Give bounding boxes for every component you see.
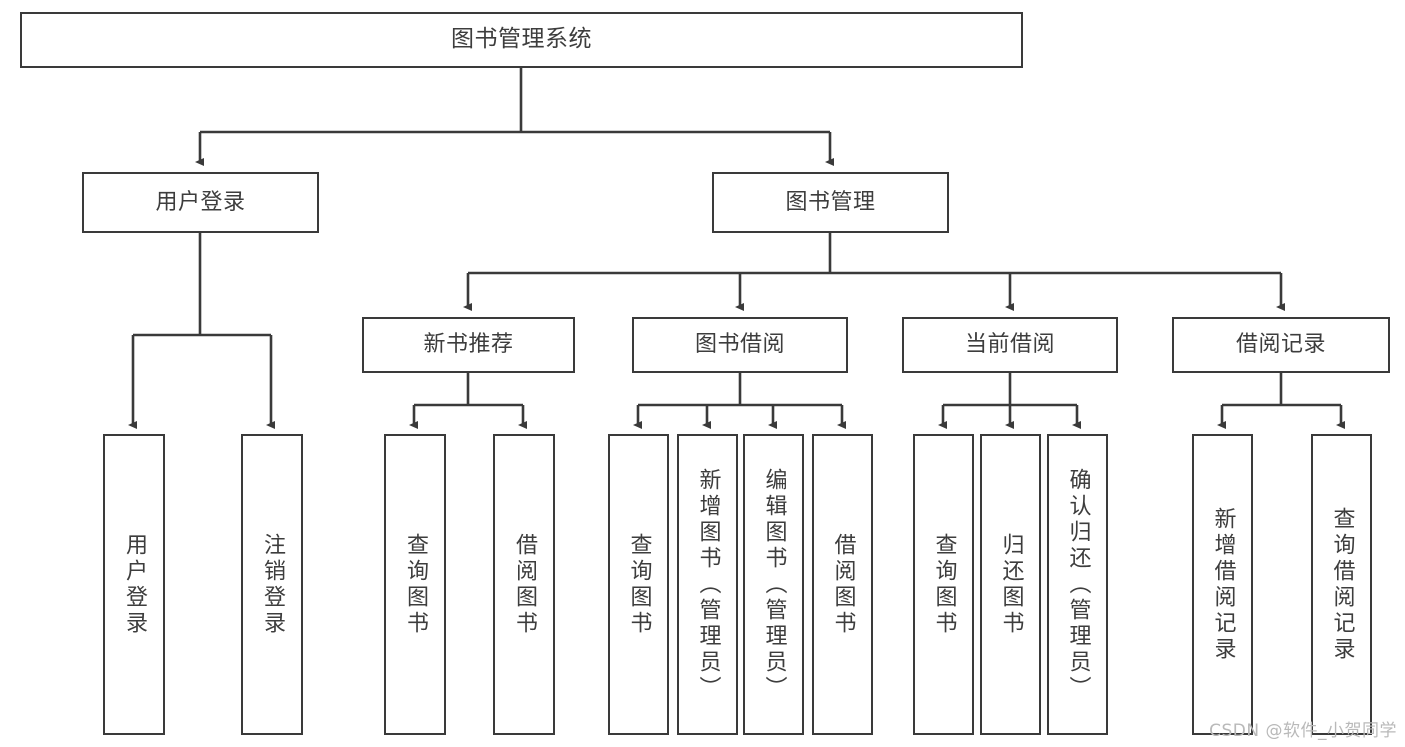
- node-book-borrow[interactable]: 图书借阅: [632, 317, 848, 373]
- node-label: 查询图书: [931, 532, 957, 637]
- node-user-login[interactable]: 用户登录: [82, 172, 319, 233]
- node-label: 图书借阅: [694, 332, 785, 358]
- leaf-borrow-book-recommend[interactable]: 借阅图书: [493, 434, 555, 735]
- node-label: 查询图书: [403, 532, 428, 637]
- node-label: 新增借阅记录: [1210, 506, 1236, 663]
- node-label: 借阅记录: [1235, 332, 1326, 358]
- watermark-text: CSDN @软件_小贺同学: [1209, 721, 1397, 741]
- leaf-borrow-book[interactable]: 借阅图书: [812, 434, 873, 735]
- node-label: 当前借阅: [964, 332, 1055, 358]
- leaf-return-book[interactable]: 归还图书: [980, 434, 1041, 735]
- node-label: 归还图书: [998, 532, 1024, 637]
- node-label: 新书推荐: [423, 332, 514, 358]
- node-label: 图书管理系统: [451, 26, 592, 53]
- node-current-borrow[interactable]: 当前借阅: [902, 317, 1118, 373]
- leaf-logout[interactable]: 注销登录: [241, 434, 303, 735]
- node-label: 查询借阅记录: [1329, 506, 1355, 663]
- leaf-add-borrow-record[interactable]: 新增借阅记录: [1192, 434, 1253, 735]
- leaf-query-book-recommend[interactable]: 查询图书: [384, 434, 446, 735]
- node-book-management[interactable]: 图书管理: [712, 172, 949, 233]
- leaf-edit-book-admin[interactable]: 编辑图书（管理员）: [743, 434, 804, 735]
- leaf-query-borrow-record[interactable]: 查询借阅记录: [1311, 434, 1372, 735]
- node-label: 用户登录: [155, 189, 246, 215]
- node-label: 借阅图书: [830, 532, 856, 637]
- leaf-user-login[interactable]: 用户登录: [103, 434, 165, 735]
- node-root-book-management-system[interactable]: 图书管理系统: [20, 12, 1023, 68]
- leaf-add-book-admin[interactable]: 新增图书（管理员）: [677, 434, 738, 735]
- node-new-book-recommend[interactable]: 新书推荐: [362, 317, 575, 373]
- node-label: 借阅图书: [512, 532, 537, 637]
- node-label: 用户登录: [122, 532, 147, 637]
- node-label: 注销登录: [260, 532, 285, 637]
- node-borrow-record[interactable]: 借阅记录: [1172, 317, 1390, 373]
- node-label: 新增图书（管理员）: [695, 467, 721, 702]
- node-label: 查询图书: [626, 532, 652, 637]
- leaf-query-book-borrow[interactable]: 查询图书: [608, 434, 669, 735]
- leaf-confirm-return-admin[interactable]: 确认归还（管理员）: [1047, 434, 1108, 735]
- leaf-query-book-current[interactable]: 查询图书: [913, 434, 974, 735]
- node-label: 图书管理: [785, 189, 876, 215]
- node-label: 编辑图书（管理员）: [761, 467, 787, 702]
- node-label: 确认归还（管理员）: [1065, 467, 1091, 702]
